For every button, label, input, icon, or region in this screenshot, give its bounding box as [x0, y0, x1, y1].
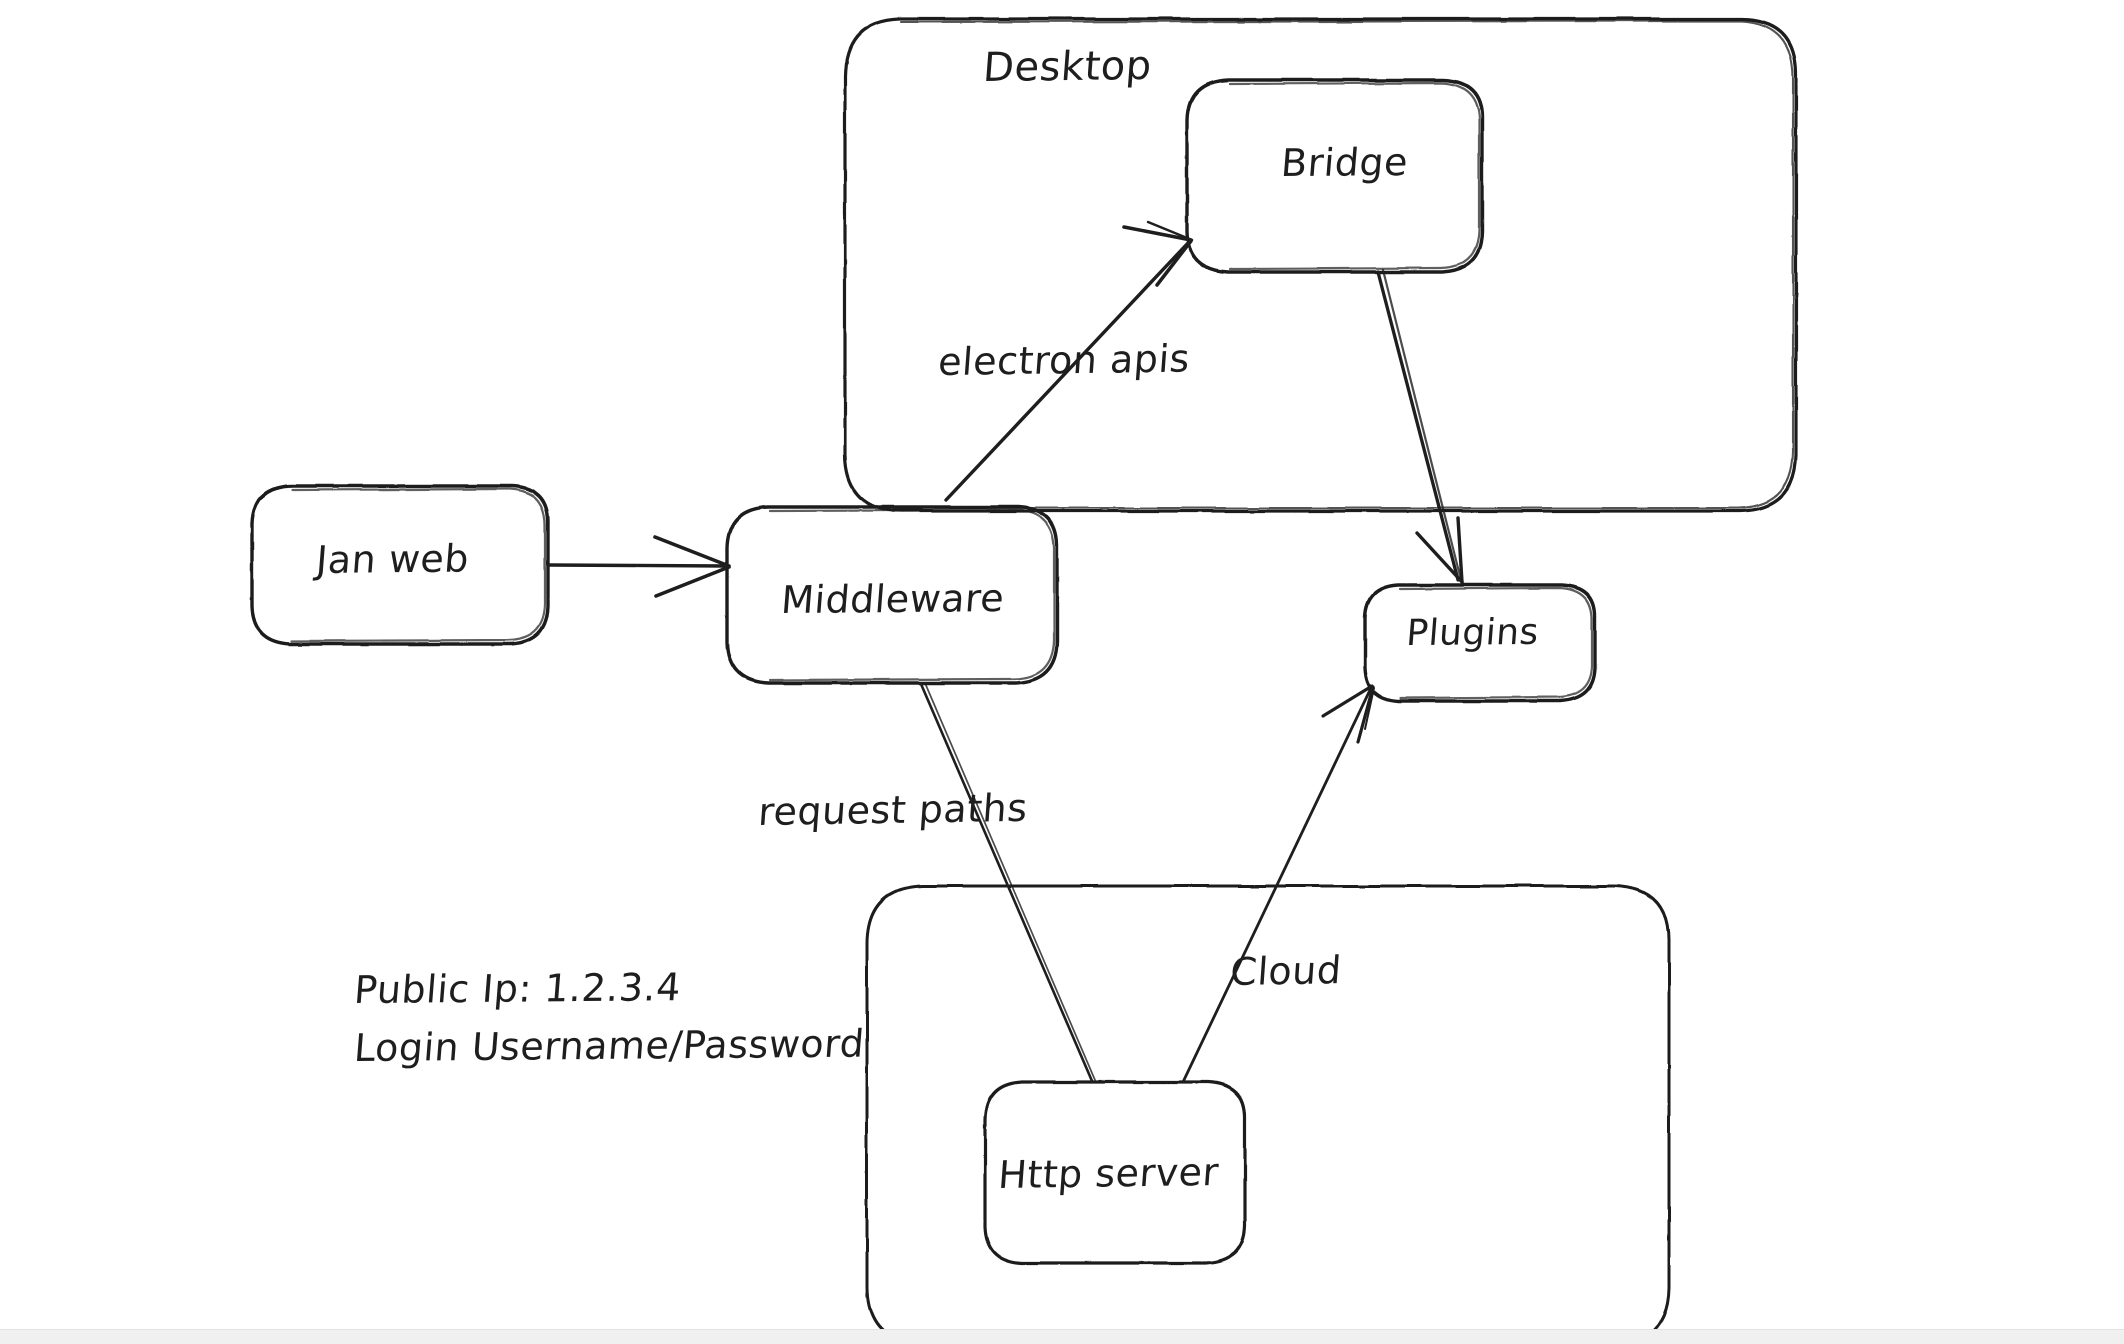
node-http-server-outline — [983, 1080, 1247, 1265]
edge-bridge-to-plugins — [1376, 268, 1464, 584]
edge-middleware-to-bridge — [944, 220, 1194, 502]
node-middleware-outline — [725, 505, 1059, 685]
bottom-edge-strip — [0, 1329, 2124, 1344]
node-bridge-outline — [1185, 78, 1484, 274]
group-cloud-outline — [865, 884, 1671, 1344]
edge-httpserver-to-plugins — [1181, 684, 1375, 1084]
edge-janweb-to-middleware — [547, 535, 731, 598]
node-plugins-outline — [1363, 583, 1597, 703]
node-jan-web-outline — [250, 484, 550, 646]
edge-middleware-to-httpserver — [919, 682, 1096, 1083]
group-desktop-outline — [843, 17, 1798, 513]
